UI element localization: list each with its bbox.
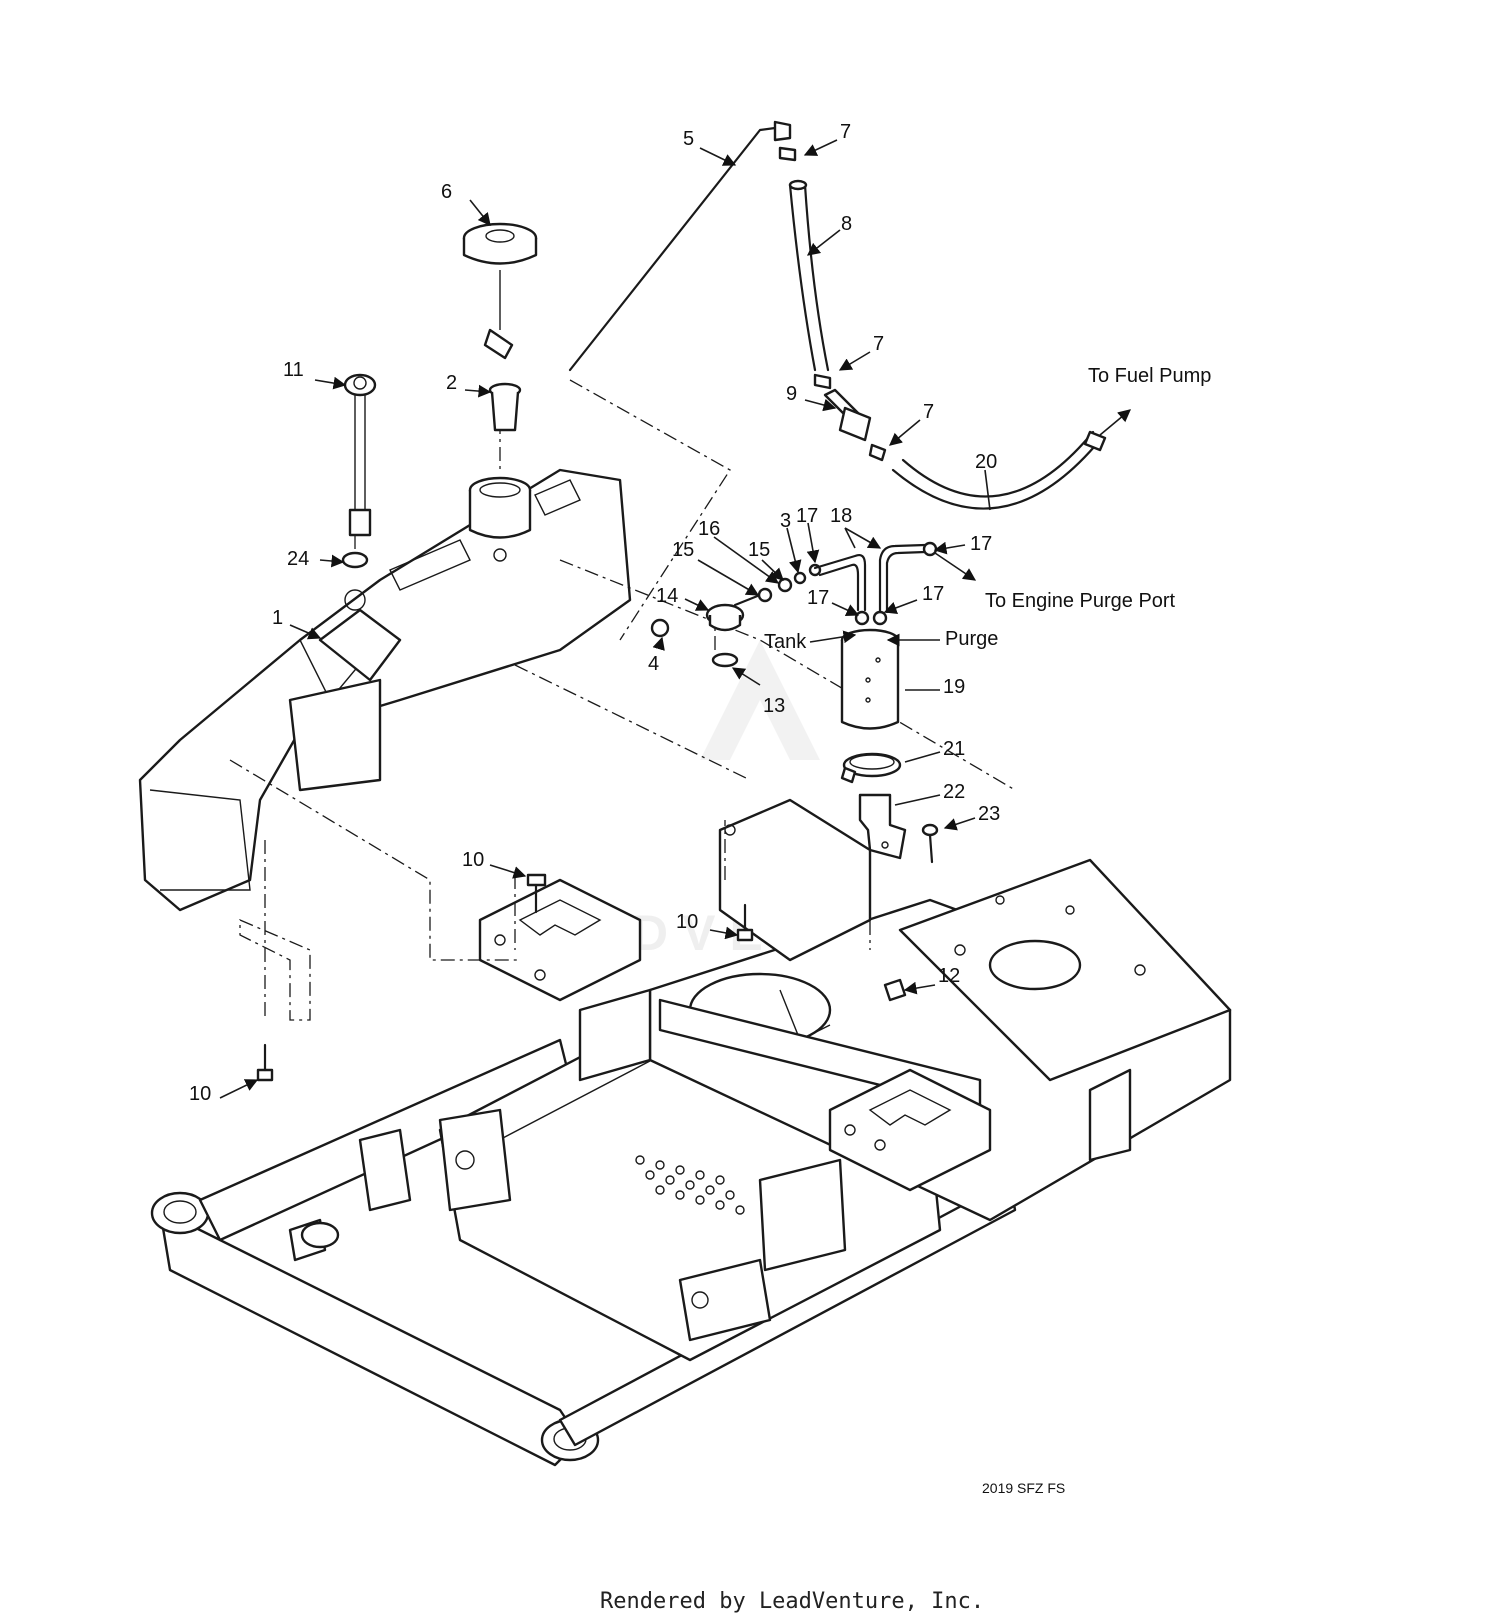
tank-label: Tank	[764, 631, 807, 653]
callout-10c: 10	[189, 1083, 211, 1105]
callout-13: 13	[763, 695, 785, 717]
callout-1: 1	[272, 607, 283, 629]
valve-grommet	[711, 652, 739, 668]
callout-6: 6	[441, 181, 452, 203]
canister-bracket	[858, 793, 907, 860]
callout-17b: 17	[970, 533, 992, 555]
callout-5: 5	[683, 128, 694, 150]
footer-credit: Rendered by LeadVenture, Inc.	[600, 1589, 984, 1614]
callout-21: 21	[943, 738, 965, 760]
weld-nut	[883, 978, 907, 1002]
callout-14: 14	[656, 585, 678, 607]
fuel-filter	[823, 388, 887, 462]
callout-7a: 7	[840, 121, 851, 143]
fuel-gauge	[343, 373, 377, 537]
screw	[921, 823, 939, 864]
callout-18: 18	[830, 505, 852, 527]
vent-tube	[568, 120, 797, 372]
callout-7b: 7	[873, 333, 884, 355]
fuel-line	[891, 409, 1131, 510]
filler-adapter	[488, 382, 522, 432]
hose-clamp	[840, 752, 902, 784]
purge-label: Purge	[945, 628, 998, 650]
callout-24: 24	[287, 548, 309, 570]
to-engine-purge-port-label: To Engine Purge Port	[985, 590, 1176, 612]
main-frame	[150, 798, 1232, 1467]
callout-19: 19	[943, 676, 965, 698]
callout-11: 11	[283, 359, 304, 381]
callout-12: 12	[938, 965, 960, 987]
annotations: To Fuel Pump To Engine Purge Port Tank P…	[764, 365, 1211, 653]
callout-17a: 17	[796, 505, 818, 527]
callout-8: 8	[841, 213, 852, 235]
hole-grid	[635, 1155, 745, 1215]
bolt-1	[526, 873, 547, 914]
callout-10b: 10	[676, 911, 698, 933]
to-fuel-pump-label: To Fuel Pump	[1088, 365, 1211, 387]
bolt-3	[256, 1043, 274, 1082]
callout-20: 20	[975, 451, 997, 473]
fuel-tank	[138, 468, 632, 912]
callout-23: 23	[978, 803, 1000, 825]
charcoal-canister	[840, 610, 900, 730]
purge-hoses	[813, 541, 977, 614]
rollover-valve	[705, 593, 762, 632]
callout-10a: 10	[462, 849, 484, 871]
callout-16: 16	[698, 518, 720, 540]
callout-22: 22	[943, 781, 965, 803]
callout-17c: 17	[807, 587, 829, 609]
callout-3: 3	[780, 510, 791, 532]
callouts: 1 2 3 4 5 6 7 7 7 8 9 10 10 10 11 12 13 …	[189, 121, 1000, 1105]
bushing	[650, 618, 670, 638]
callout-15a: 15	[672, 539, 694, 561]
callout-7c: 7	[923, 401, 934, 423]
callout-2: 2	[446, 372, 457, 394]
diagram-code: 2019 SFZ FS	[982, 1480, 1065, 1496]
alignment-lines	[229, 379, 1016, 1021]
callout-15b: 15	[748, 539, 770, 561]
callout-17d: 17	[922, 583, 944, 605]
callout-9: 9	[786, 383, 797, 405]
leader-lines	[219, 139, 991, 1099]
callout-4: 4	[648, 653, 659, 675]
vent-hose	[788, 179, 832, 390]
grommet	[341, 551, 369, 569]
fuel-cap	[462, 222, 538, 360]
